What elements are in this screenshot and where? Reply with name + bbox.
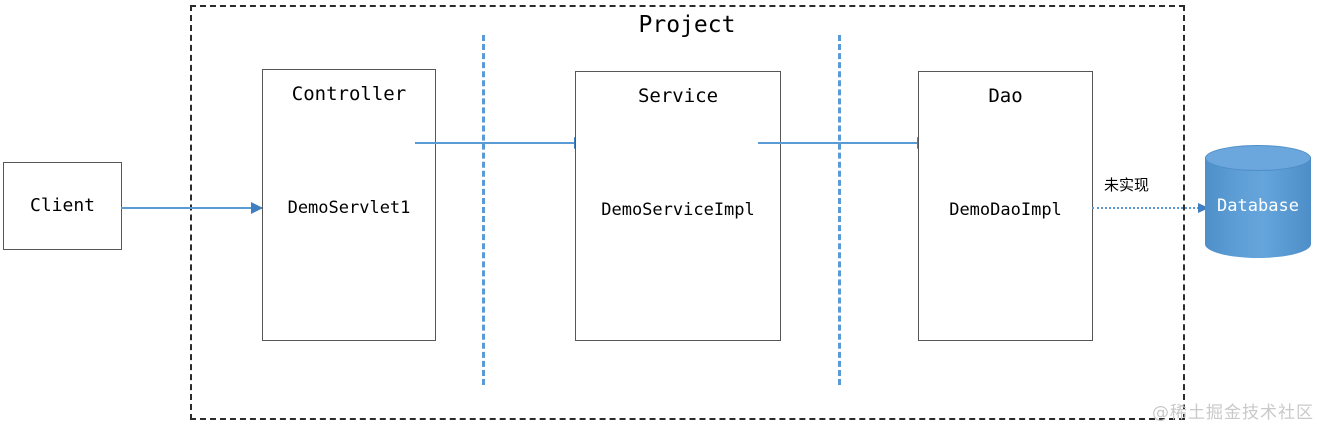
watermark: @稀土掘金技术社区 <box>1152 403 1314 423</box>
service-box[interactable]: Service DemoServiceImpl <box>575 71 781 341</box>
database-cylinder[interactable]: Database <box>1205 145 1311 270</box>
unimplemented-label: 未实现 <box>1104 176 1150 194</box>
database-cylinder-body <box>1205 158 1311 258</box>
layer-separator-service-dao <box>838 35 841 385</box>
arrow-client-to-controller <box>121 202 263 214</box>
service-impl-label: DemoServiceImpl <box>601 200 755 220</box>
service-title: Service <box>637 85 719 107</box>
dao-impl-label: DemoDaoImpl <box>949 200 1062 220</box>
dao-box[interactable]: Dao DemoDaoImpl <box>918 71 1093 341</box>
database-cylinder-top <box>1205 145 1311 171</box>
controller-impl-label: DemoServlet1 <box>287 198 411 218</box>
project-title: Project <box>638 12 736 38</box>
client-box[interactable]: Client <box>3 162 122 250</box>
arrow-dao-to-database <box>1092 203 1209 213</box>
dao-title: Dao <box>988 85 1023 107</box>
arrow-controller-to-service <box>415 137 586 149</box>
client-label: Client <box>29 195 96 216</box>
layer-separator-controller-service <box>482 35 485 385</box>
controller-title: Controller <box>291 83 407 105</box>
project-boundary <box>190 5 1185 420</box>
arrow-service-to-dao <box>758 137 929 149</box>
database-label: Database <box>1217 196 1299 216</box>
controller-box[interactable]: Controller DemoServlet1 <box>262 69 436 341</box>
